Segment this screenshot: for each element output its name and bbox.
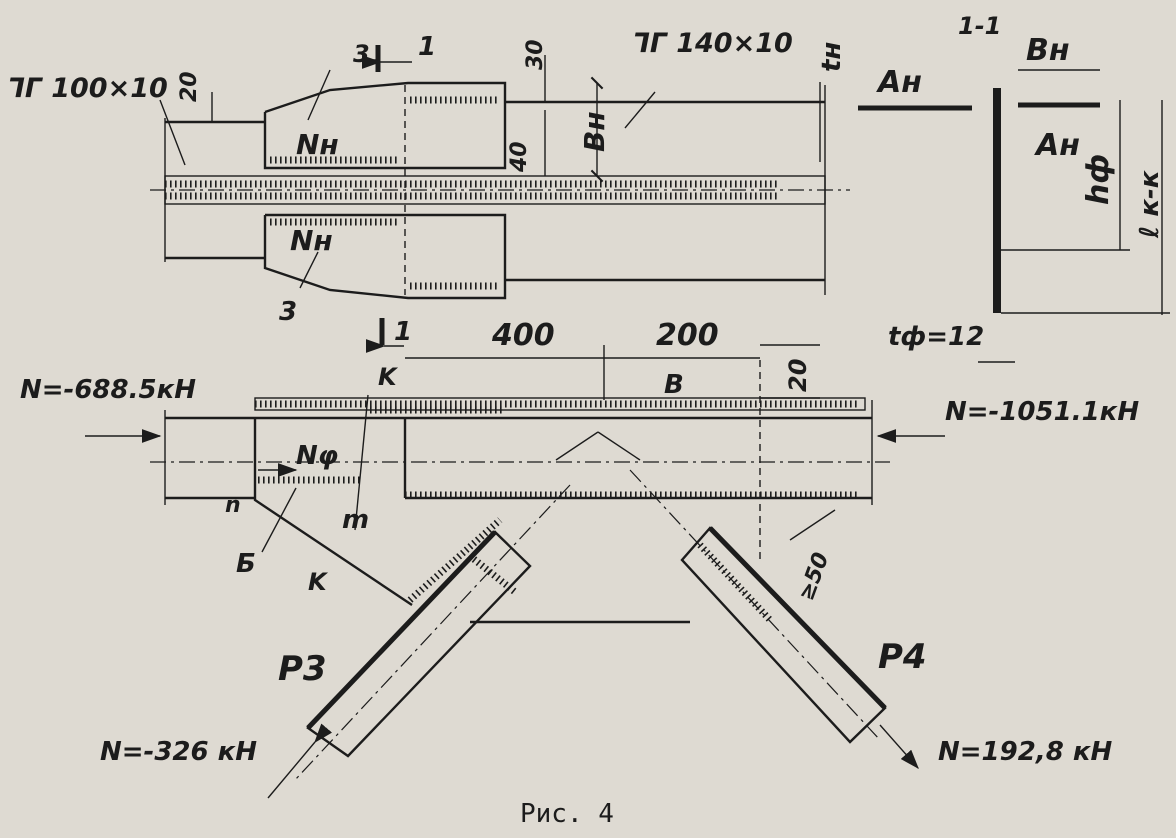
leader-right-profile [624, 91, 656, 129]
brace-p4-flange [708, 526, 887, 710]
label-k-bottom: K [308, 568, 329, 596]
force-p3-label: N=-326 кН [100, 737, 257, 767]
section-an-left: Aн [876, 65, 922, 100]
brace-p3-weld-2 [407, 517, 503, 603]
leader-plate-3-top [307, 69, 331, 121]
force-left-label: N=-688.5кН [20, 375, 196, 405]
brace-p3-label: P3 [278, 649, 327, 689]
section-tf-label: tф=12 [888, 322, 984, 352]
leader-plate-3-bottom [299, 251, 319, 289]
plate-3-bottom-label: 3 [279, 297, 297, 327]
brace-p4-axis [629, 469, 881, 741]
brace-p3-flange [306, 530, 497, 730]
label-n-phi: Nφ [296, 441, 338, 471]
splice-plate-top [263, 81, 507, 170]
figure-caption: Рис. 4 [520, 799, 614, 829]
section-1-top-label: 1 [418, 32, 436, 62]
top-view: ᒣᒥ 100×10 ᒣᒥ 140×10 20 30 40 Bн tн 3 1 N… [8, 28, 850, 327]
force-p4-label: N=192,8 кН [938, 737, 1112, 767]
dim-40-label: 40 [507, 141, 532, 173]
dim-200-label: 200 [656, 318, 719, 353]
section-an-right: Aн [1034, 128, 1080, 163]
leader-b-cyr [261, 487, 297, 553]
profile-left-label: ᒣᒥ 100×10 [8, 73, 168, 104]
label-n: n [225, 493, 241, 518]
gusset-band [164, 175, 826, 205]
dim-400-label: 400 [491, 318, 555, 353]
dim-30-label: 30 [523, 39, 548, 70]
brace-p4 [629, 469, 919, 770]
section-hf-label: hф [1081, 154, 1116, 205]
profile-right-label: ᒣᒥ 140×10 [633, 28, 793, 59]
label-b-cyr: Б [236, 549, 256, 579]
label-b-weld: B [664, 370, 684, 400]
brace-p3 [267, 484, 571, 799]
section-gusset [993, 88, 1001, 313]
brace-p3-weld [467, 553, 518, 595]
section-1-front-label: 1 [394, 317, 412, 347]
label-k-top: K [378, 363, 399, 391]
splice-plate-bottom [263, 213, 507, 300]
force-nh-top: Nн [296, 128, 339, 161]
section-lkk-label: ℓ к-к [1135, 169, 1165, 239]
section-kk-line [354, 394, 369, 531]
brace-p4-label: P4 [878, 637, 927, 677]
dim-20-front-label: 20 [784, 359, 812, 392]
dim-50-leader [789, 509, 836, 541]
brace-p3-outline [306, 530, 532, 758]
label-m: m [342, 505, 369, 535]
leader-left-profile [159, 99, 186, 166]
plate-3-top-label: 3 [353, 40, 370, 68]
section-mark-label: 1-1 [958, 12, 1001, 40]
dim-50-label: ≥50 [794, 549, 834, 604]
centre-mark-a [597, 431, 641, 461]
front-view: 1 400 200 20 K B Nφ n m Б K ≥50 P3 P4 N=… [20, 317, 1139, 799]
brace-p4-weld [697, 542, 773, 623]
brace-p4-arrow [879, 724, 919, 770]
force-right-label: N=-1051.1кН [945, 397, 1139, 427]
dim-tn-label: tн [817, 42, 847, 72]
section-bn-label: Bн [1026, 33, 1070, 68]
centre-mark-b [555, 431, 599, 461]
dim-bn-label: Bн [578, 111, 611, 152]
section-1-1: 1-1 Aн Bн Aн hф ℓ к-к tф=12 [858, 12, 1170, 363]
brace-p3-arrow [267, 723, 333, 799]
brace-p3-axis [294, 484, 571, 781]
dim-20-label: 20 [177, 71, 202, 102]
force-nh-bottom: Nн [290, 224, 333, 257]
